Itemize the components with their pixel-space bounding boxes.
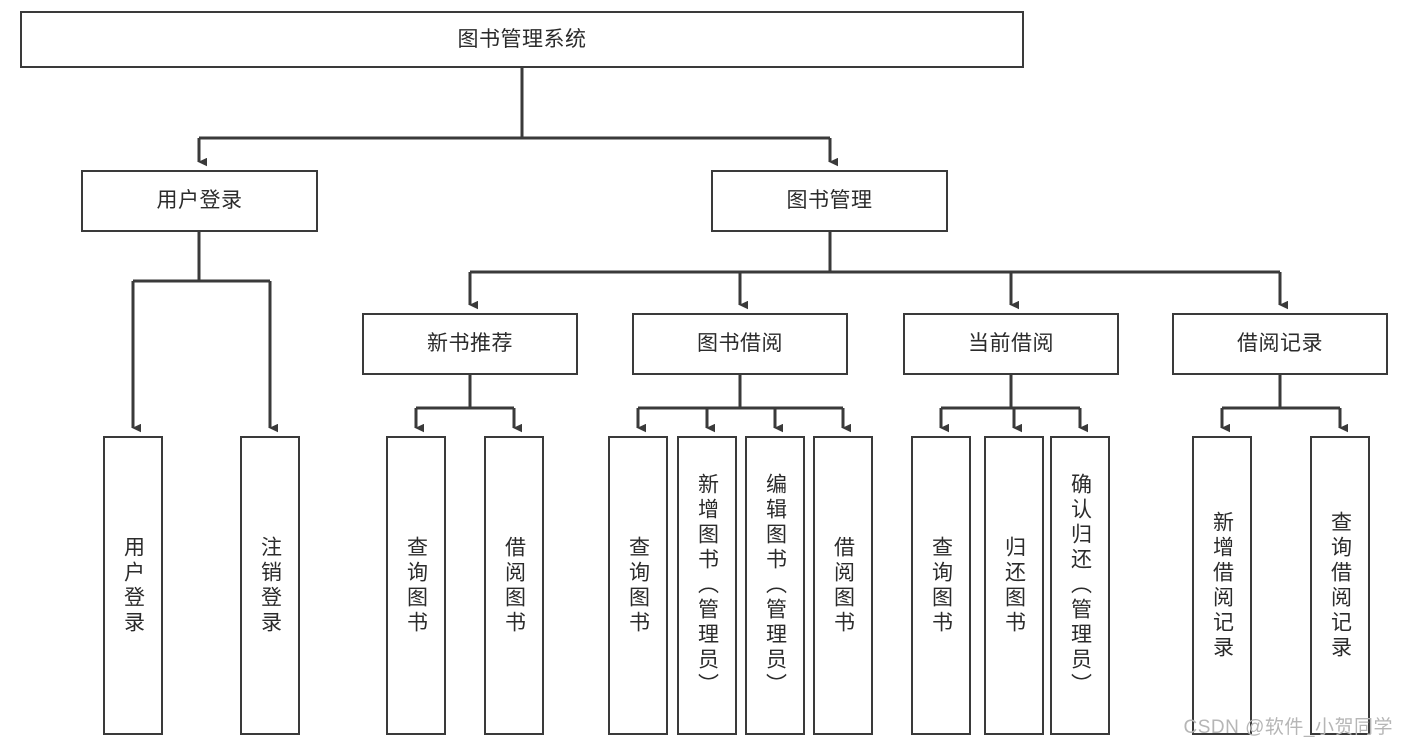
node-leaf-add-record-label: 新增借阅记录 [1210,510,1234,661]
node-user-login[interactable]: 用户登录 [81,170,318,232]
node-leaf-edit-book-label: 编辑图书（管理员） [763,473,787,698]
node-leaf-user-login[interactable]: 用户登录 [103,436,163,735]
node-leaf-query-book-1[interactable]: 查询图书 [386,436,446,735]
node-book-manage-label: 图书管理 [786,189,873,213]
node-leaf-confirm-return[interactable]: 确认归还（管理员） [1050,436,1110,735]
node-borrow-record[interactable]: 借阅记录 [1172,313,1388,375]
node-leaf-user-logout-label: 注销登录 [258,535,282,636]
node-leaf-query-record[interactable]: 查询借阅记录 [1310,436,1370,735]
node-root-label: 图书管理系统 [457,27,587,51]
node-book-manage[interactable]: 图书管理 [711,170,948,232]
node-leaf-query-book-1-label: 查询图书 [404,535,428,636]
node-leaf-query-book-3-label: 查询图书 [929,535,953,636]
node-leaf-query-record-label: 查询借阅记录 [1328,510,1352,661]
node-leaf-return-book[interactable]: 归还图书 [984,436,1044,735]
node-leaf-query-book-2[interactable]: 查询图书 [608,436,668,735]
node-leaf-add-book-label: 新增图书（管理员） [695,473,719,698]
node-leaf-borrow-book-2-label: 借阅图书 [831,535,855,636]
node-leaf-edit-book[interactable]: 编辑图书（管理员） [745,436,805,735]
node-leaf-confirm-return-label: 确认归还（管理员） [1068,473,1092,698]
node-new-book-recommend-label: 新书推荐 [427,332,513,356]
node-leaf-add-record[interactable]: 新增借阅记录 [1192,436,1252,735]
node-leaf-borrow-book-1-label: 借阅图书 [502,535,526,636]
node-leaf-query-book-3[interactable]: 查询图书 [911,436,971,735]
node-leaf-user-logout[interactable]: 注销登录 [240,436,300,735]
node-leaf-return-book-label: 归还图书 [1002,535,1026,636]
node-book-borrow-label: 图书借阅 [697,332,783,356]
node-root[interactable]: 图书管理系统 [20,11,1024,68]
node-borrow-record-label: 借阅记录 [1237,332,1323,356]
node-new-book-recommend[interactable]: 新书推荐 [362,313,578,375]
node-current-borrow[interactable]: 当前借阅 [903,313,1119,375]
node-leaf-borrow-book-2[interactable]: 借阅图书 [813,436,873,735]
node-leaf-user-login-label: 用户登录 [121,535,145,636]
node-current-borrow-label: 当前借阅 [968,332,1054,356]
node-leaf-borrow-book-1[interactable]: 借阅图书 [484,436,544,735]
node-leaf-add-book[interactable]: 新增图书（管理员） [677,436,737,735]
node-user-login-label: 用户登录 [156,189,243,213]
node-book-borrow[interactable]: 图书借阅 [632,313,848,375]
node-leaf-query-book-2-label: 查询图书 [626,535,650,636]
